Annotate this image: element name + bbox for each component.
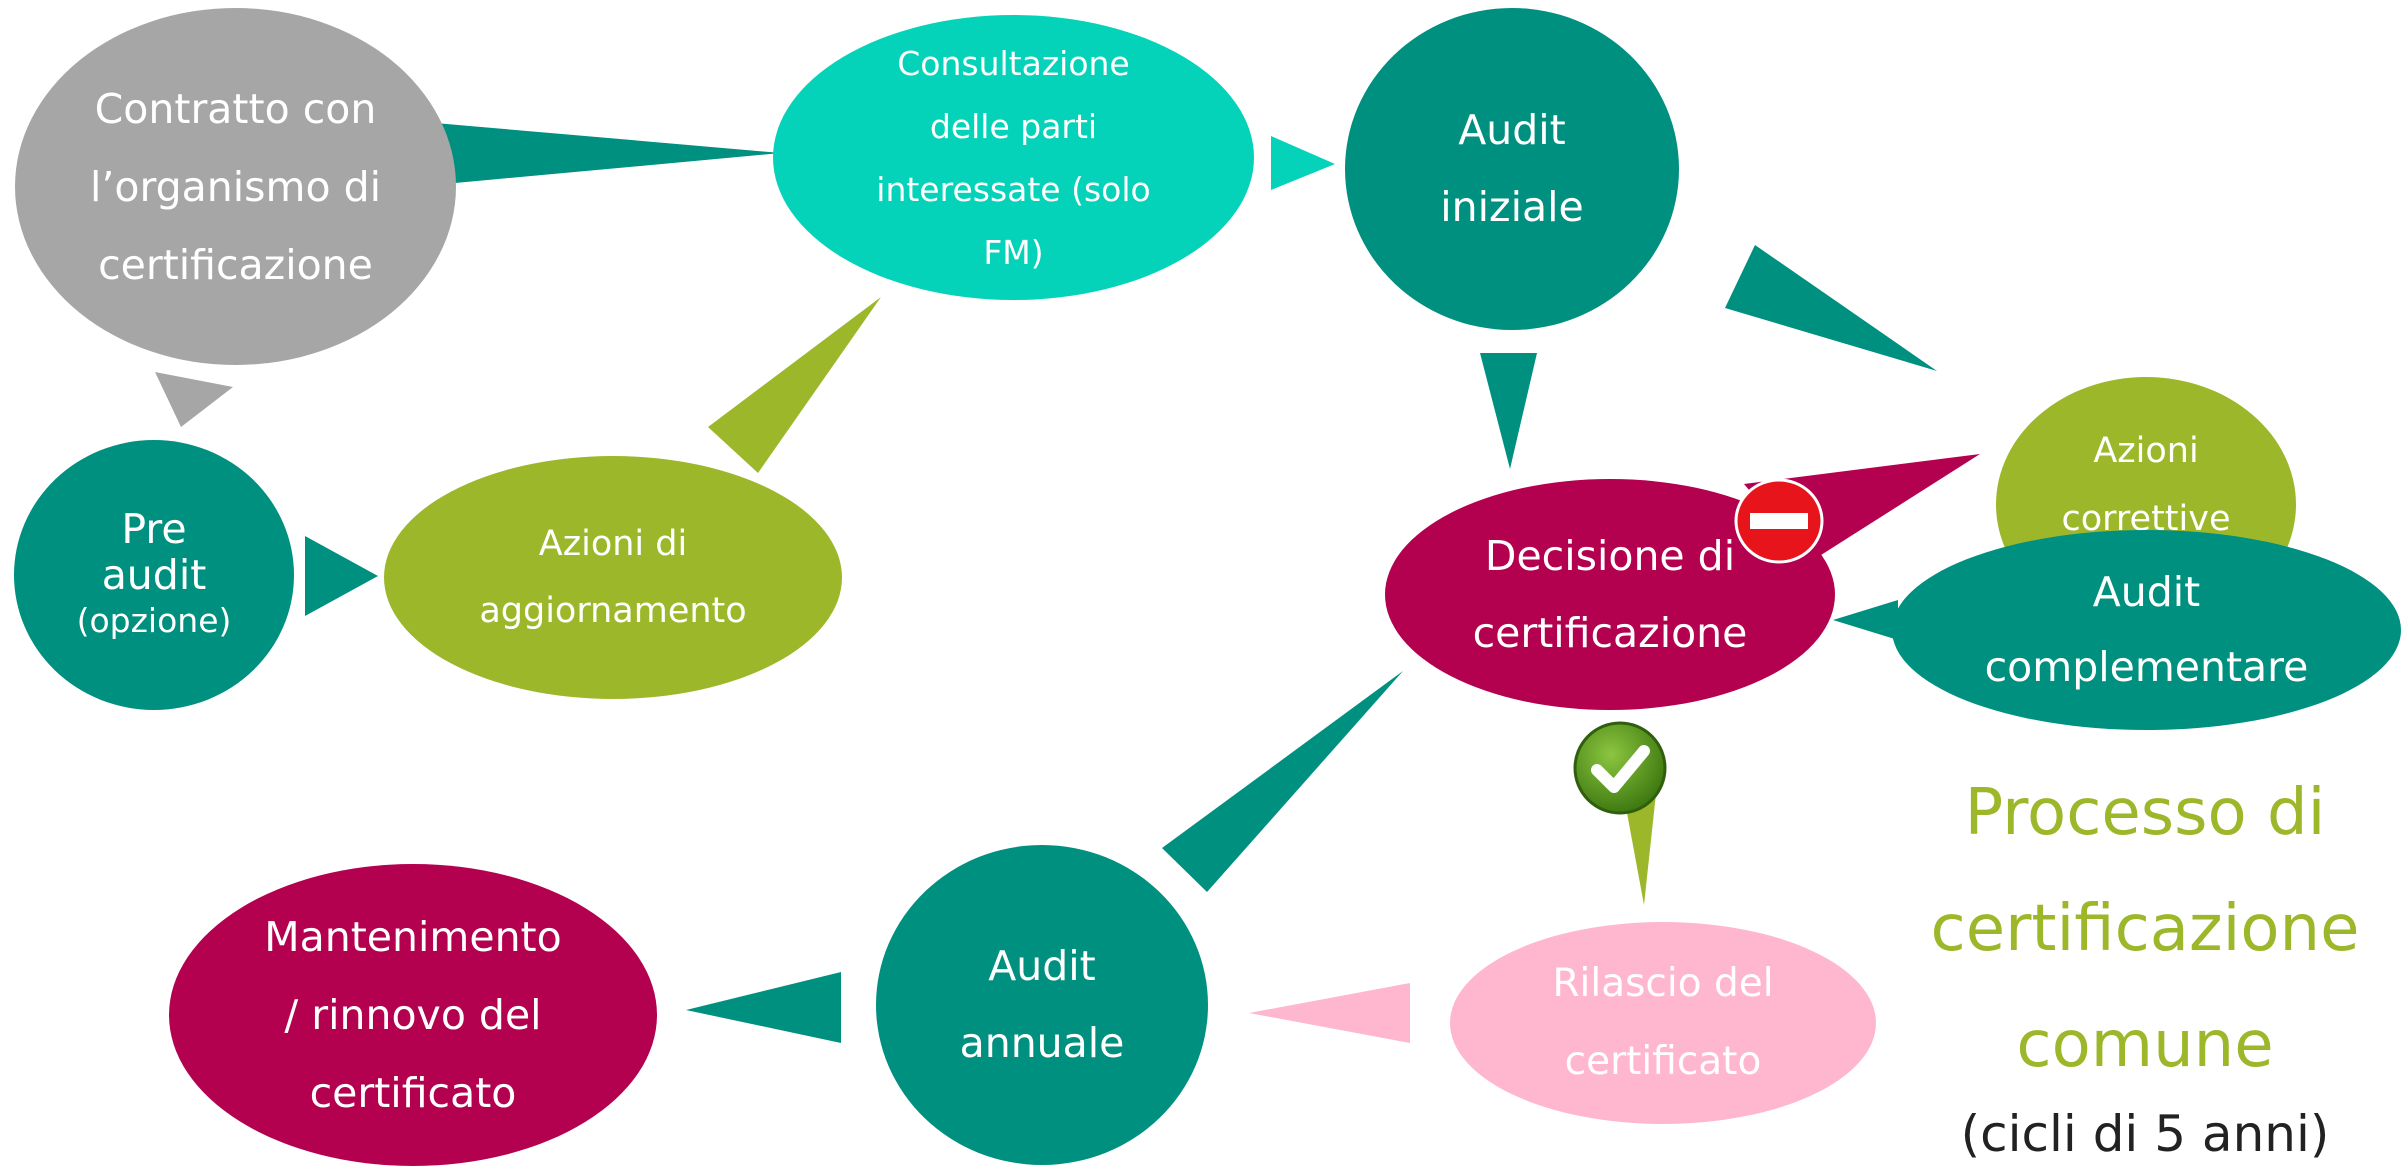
- node-audit-annuale: Audit annuale: [876, 845, 1208, 1165]
- node-audit-complementare: Audit complementare: [1892, 530, 2401, 730]
- arrow-azioni-aggiornamento-to-consultazione: [708, 297, 881, 473]
- node-pre-audit-note: (opzione): [76, 601, 232, 640]
- diagram-title-block: Processo di certificazione comune (cicli…: [1855, 755, 2402, 1166]
- diagram-subtitle: (cicli di 5 anni): [1960, 1105, 2330, 1163]
- node-audit-iniziale-label: Audit iniziale: [1440, 106, 1584, 231]
- no-entry-icon: [1734, 478, 1824, 564]
- node-contratto-label: Contratto con l’organismo di certificazi…: [89, 84, 381, 289]
- arrow-audit-iniziale-to-azioni-correttive: [1725, 245, 1937, 371]
- node-azioni-aggiornamento: Azioni di aggiornamento: [384, 456, 842, 699]
- arrow-audit-annuale-to-mantenimento: [686, 972, 841, 1043]
- node-consultazione: Consultazione delle parti interessate (s…: [773, 15, 1254, 300]
- node-rilascio-label: Rilascio del certificato: [1552, 961, 1774, 1084]
- check-mark-icon: [1573, 721, 1667, 815]
- node-consultazione-label: Consultazione delle parti interessate (s…: [876, 43, 1151, 272]
- node-azioni-aggiornamento-label: Azioni di aggiornamento: [479, 523, 747, 631]
- diagram-title: Processo di certificazione comune: [1930, 776, 2360, 1082]
- arrow-pre-audit-to-azioni-aggiornamento: [305, 536, 378, 616]
- node-decisione-label: Decisione di certificazione: [1472, 531, 1748, 657]
- node-audit-complementare-label: Audit complementare: [1984, 568, 2309, 691]
- arrow-contratto-to-consultazione: [412, 121, 781, 187]
- node-audit-iniziale: Audit iniziale: [1345, 8, 1679, 330]
- arrow-audit-complementare-to-decisione: [1833, 600, 1898, 640]
- node-rilascio: Rilascio del certificato: [1450, 922, 1876, 1124]
- arrow-rilascio-to-audit-annuale: [1249, 983, 1410, 1043]
- arrow-audit-iniziale-to-decisione: [1480, 353, 1537, 469]
- node-mantenimento: Mantenimento / rinnovo del certificato: [169, 864, 657, 1166]
- node-audit-annuale-label: Audit annuale: [959, 942, 1125, 1067]
- arrow-consultazione-to-audit-iniziale: [1271, 136, 1335, 190]
- arrow-decisione-to-audit-annuale: [1162, 671, 1403, 892]
- node-pre-audit: Pre audit (opzione): [14, 440, 294, 710]
- arrow-contratto-to-pre-audit: [155, 372, 233, 427]
- node-mantenimento-label: Mantenimento / rinnovo del certificato: [264, 913, 562, 1117]
- node-contratto: Contratto con l’organismo di certificazi…: [15, 8, 456, 365]
- node-pre-audit-label: Pre audit: [101, 505, 207, 599]
